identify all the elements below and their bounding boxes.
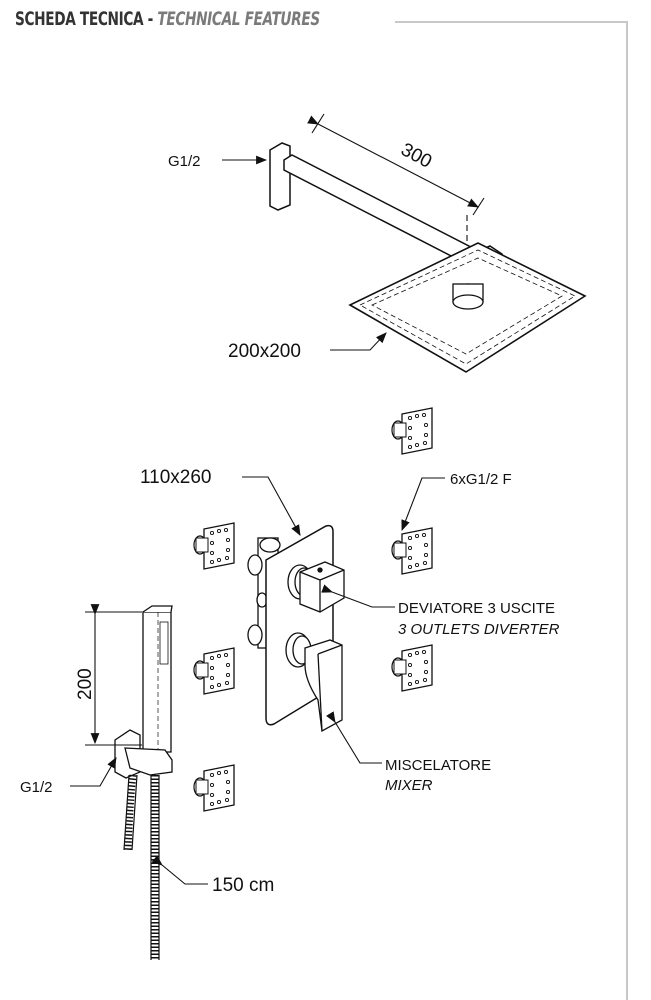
hose-length-leader: [151, 855, 208, 885]
head-size-leader: [330, 332, 387, 351]
hand-shower: [142, 605, 173, 753]
hand-inlet-label: G1/2: [20, 779, 53, 796]
title-english: TECHNICAL FEATURES: [157, 8, 320, 30]
hose: [123, 774, 160, 960]
hand-shower-height-label: 200: [75, 668, 96, 700]
body-jet: [193, 647, 235, 695]
diverter-label-it: DEVIATORE 3 USCITE: [398, 600, 555, 617]
head-inlet-label: G1/2: [168, 153, 201, 170]
body-jet: [391, 407, 433, 455]
hand-shower-holder: [114, 729, 173, 779]
shower-head: [348, 242, 587, 373]
body-jet: [391, 644, 433, 692]
hand-inlet-leader: [70, 757, 117, 787]
page-title: SCHEDA TECNICA - TECHNICAL FEATURES: [15, 8, 320, 30]
mixer-leader: [326, 711, 382, 764]
hose-length-label: 150 cm: [212, 875, 274, 896]
body-jets-label: 6xG1/2 F: [450, 471, 512, 488]
diverter-label-en: 3 OUTLETS DIVERTER: [398, 621, 560, 638]
mixer-plate-size-label: 110x260: [140, 467, 212, 488]
diverter-leader: [321, 584, 395, 608]
dimension-hand-shower: [85, 604, 142, 746]
body-jet: [193, 522, 235, 570]
body-jets-leader: [401, 477, 445, 532]
mixer-label-en: MIXER: [385, 777, 433, 794]
body-jet: [391, 527, 433, 575]
body-jet: [193, 764, 235, 812]
mixer-plate-size-leader: [242, 476, 301, 536]
mixer-lever: [285, 632, 343, 733]
dimension-arm-length: [307, 113, 485, 245]
frame-border: [395, 21, 628, 1000]
mixer-label-it: MISCELATORE: [385, 757, 491, 774]
head-size-label: 200x200: [228, 341, 301, 362]
title-italian: SCHEDA TECNICA -: [15, 8, 158, 30]
